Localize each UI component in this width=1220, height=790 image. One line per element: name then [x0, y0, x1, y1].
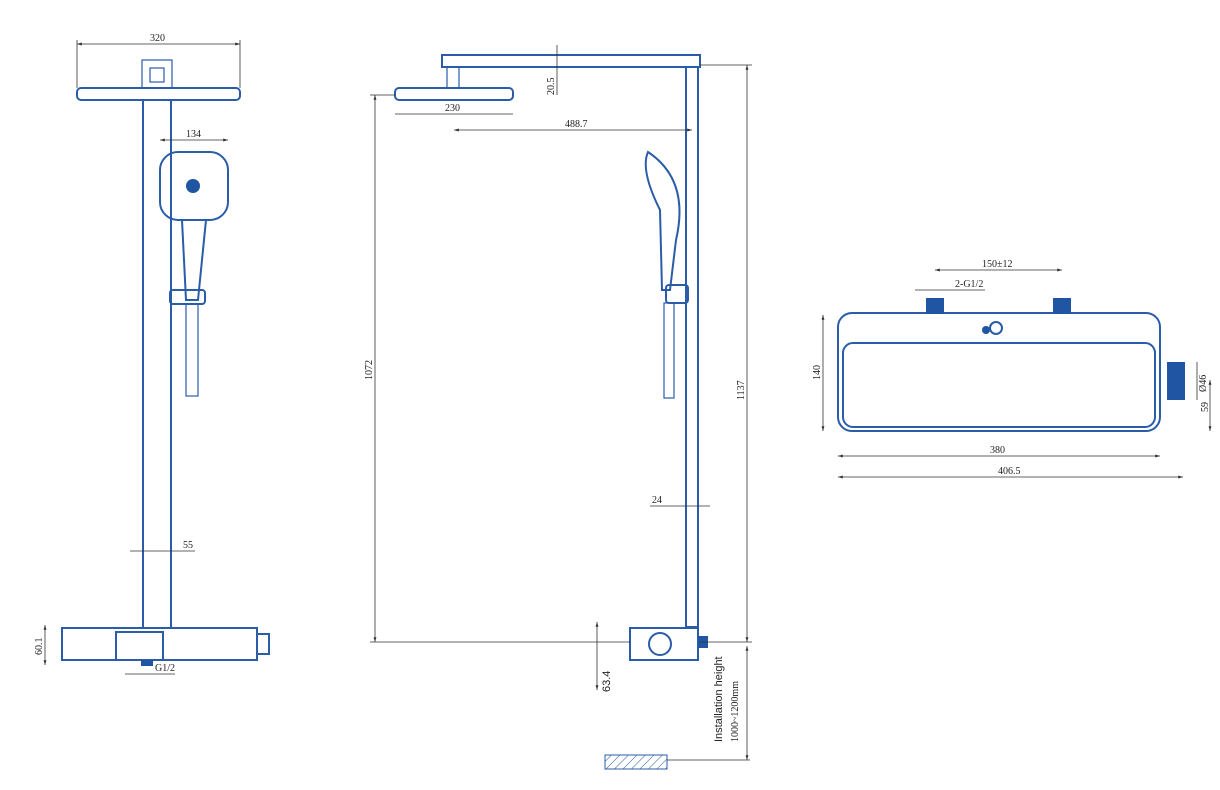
dim-valve-height: 60.1 — [34, 638, 45, 656]
floor-hatch — [604, 754, 668, 770]
hose — [185, 303, 199, 397]
installation-height-range: 1000~1200mm — [730, 681, 741, 742]
rain-shower-head-side — [394, 87, 514, 101]
dim-rail-width: 24 — [652, 495, 662, 506]
top-view: 150±12 2-G1/2 140 Ø46 59 380 406.5 — [812, 259, 1212, 479]
dim-depth: 140 — [812, 365, 823, 380]
riser-pipe — [142, 99, 172, 629]
dim-total-height: 1137 — [736, 380, 747, 400]
dim-inlet-spacing: 150±12 — [982, 259, 1013, 270]
front-view: 320 134 55 60.1 G1/2 — [34, 33, 270, 675]
dim-body-length: 380 — [990, 445, 1005, 456]
dim-height-to-valve: 1072 — [364, 360, 375, 380]
valve-body-top — [837, 312, 1161, 432]
rain-shower-head — [76, 87, 241, 101]
dim-overall-length: 406.5 — [998, 466, 1021, 477]
hand-shower-side — [644, 150, 681, 291]
side-view: 20.5 230 488.7 1072 1137 24 63.4 Install… — [364, 45, 752, 770]
hand-shower-head — [159, 151, 229, 221]
dim-inlet-thread: G1/2 — [155, 663, 175, 674]
inlet-left — [926, 298, 944, 314]
dim-head-diameter: 230 — [445, 103, 460, 114]
dim-arm-reach: 488.7 — [565, 119, 588, 130]
shower-arm — [441, 54, 701, 68]
dim-head-width: 320 — [150, 33, 165, 44]
dim-valve-offset: 63.4 — [601, 671, 613, 692]
installation-height-label: Installation height — [713, 656, 725, 742]
inlet-right — [1053, 298, 1071, 314]
dim-inlet-thread: 2-G1/2 — [955, 279, 983, 290]
dim-outlet-height: 59 — [1200, 402, 1211, 412]
shower-arm-connector — [141, 59, 173, 89]
dim-outlet-diameter: Ø46 — [1198, 375, 1209, 392]
rail — [685, 66, 699, 628]
outlet — [1167, 362, 1185, 400]
dim-handshower-width: 134 — [186, 129, 201, 140]
hand-shower-handle — [181, 219, 207, 301]
dim-arm-thickness: 20.5 — [546, 78, 557, 96]
dim-pipe-offset: 55 — [183, 540, 193, 551]
